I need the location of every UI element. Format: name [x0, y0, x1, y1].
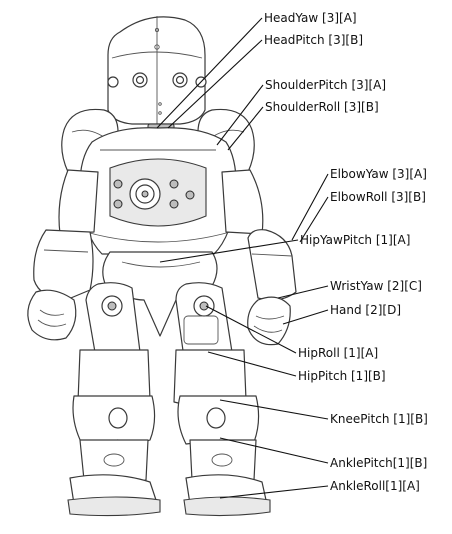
head-yaw-label: HeadYaw [3][A] — [264, 11, 357, 25]
elbow-yaw-label: ElbowYaw [3][A] — [330, 167, 427, 181]
elbow-yaw-leader-line — [292, 174, 328, 240]
hand-label: Hand [2][D] — [330, 303, 401, 317]
hip-roll-label: HipRoll [1][A] — [298, 346, 378, 360]
robot-illustration — [28, 16, 296, 516]
shoulder-roll-label: ShoulderRoll [3][B] — [265, 100, 379, 114]
ankle-pitch-label: AnklePitch[1][B] — [330, 456, 427, 470]
shoulder-pitch-label: ShoulderPitch [3][A] — [265, 78, 386, 92]
ankle-roll-label: AnkleRoll[1][A] — [330, 479, 420, 493]
head-pitch-label: HeadPitch [3][B] — [264, 33, 363, 47]
robot-left-arm — [28, 170, 98, 340]
hip-yaw-pitch-label: HipYawPitch [1][A] — [300, 233, 410, 247]
knee-pitch-label: KneePitch [1][B] — [330, 412, 428, 426]
robot-right-arm — [222, 170, 296, 345]
robot-left-leg — [68, 283, 160, 516]
robot-torso — [80, 128, 237, 254]
wrist-yaw-label: WristYaw [2][C] — [330, 279, 422, 293]
hip-pitch-label: HipPitch [1][B] — [298, 369, 386, 383]
robot-head — [108, 16, 206, 124]
elbow-roll-label: ElbowRoll [3][B] — [330, 190, 426, 204]
